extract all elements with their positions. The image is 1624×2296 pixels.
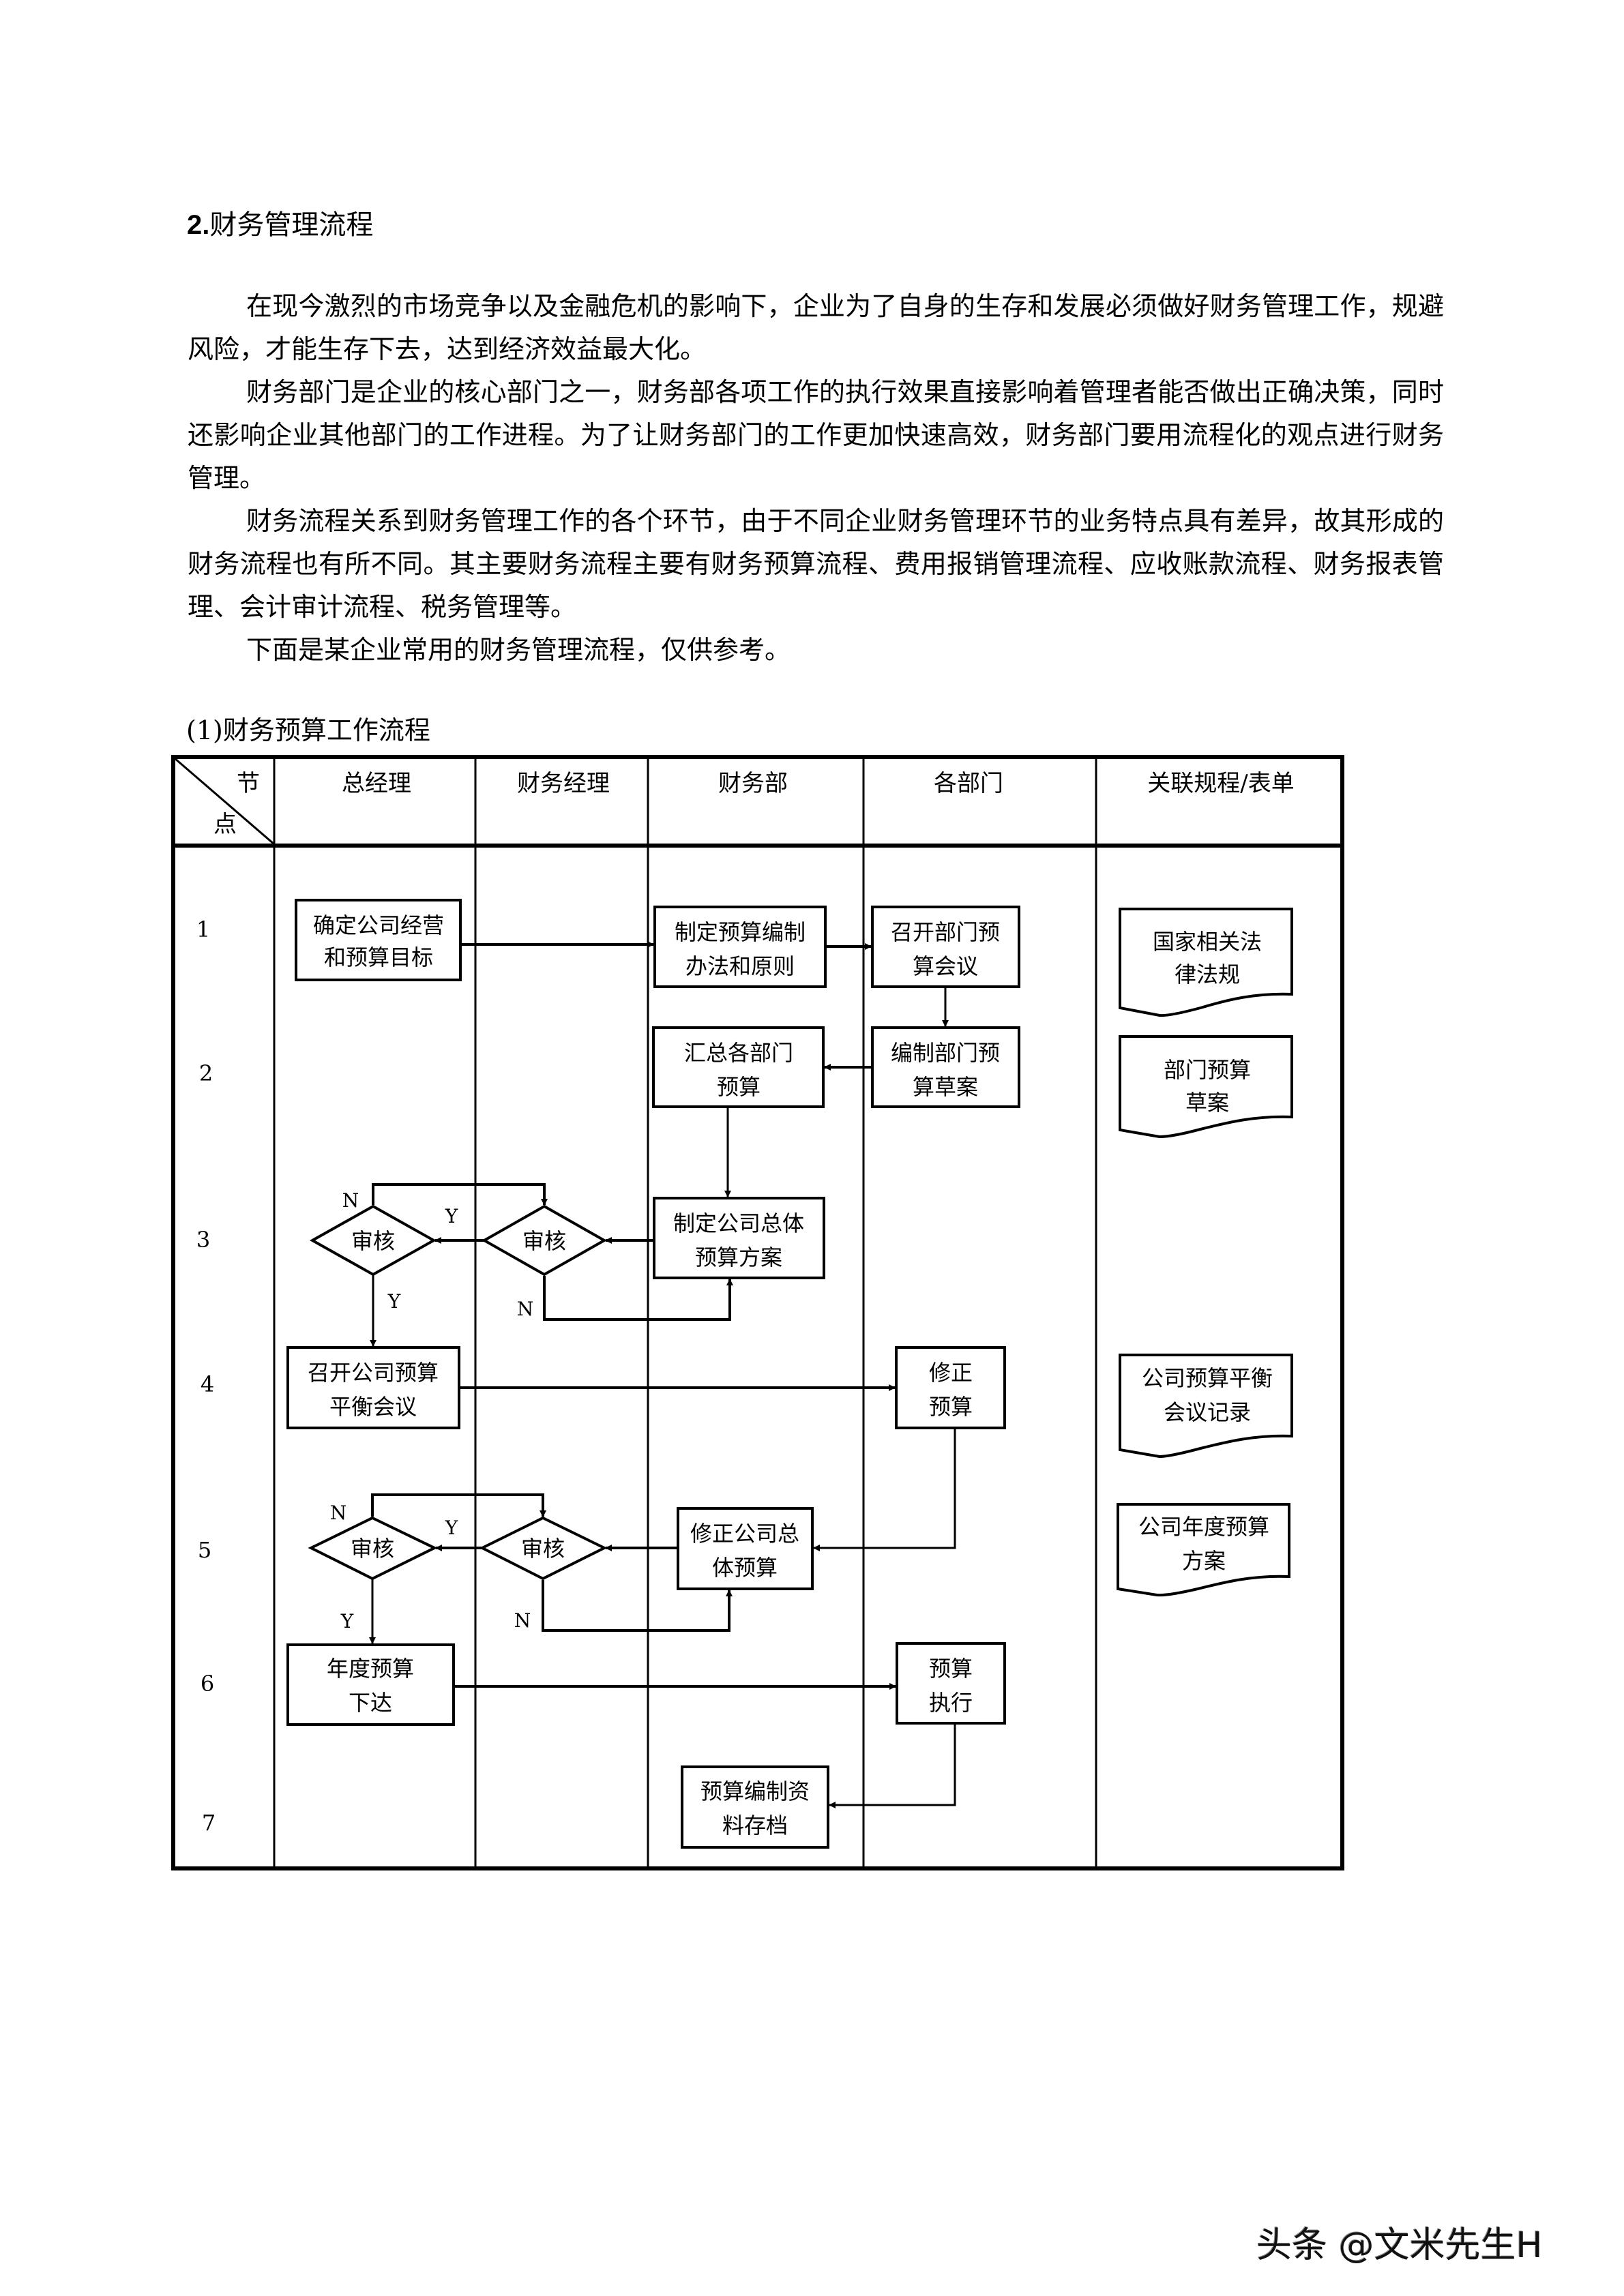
branch-label-yes: Y [387,1290,401,1313]
section-title-text: 财务管理流程 [209,209,374,241]
box-label: 算会议 [913,953,978,979]
document-shape-annual-plan [1117,1503,1290,1597]
box-label: 料存档 [722,1813,788,1838]
document-shape-dept-draft [1119,1035,1293,1139]
arrow-fm-no-loop-5 [542,1580,733,1632]
box-label: 确定公司经营 [313,912,444,938]
process-box-overall-plan [653,1197,825,1279]
flowchart-caption: (1)财务预算工作流程 [186,715,430,745]
process-box-revise-budget [895,1346,1006,1429]
arrow-revise-to-overall [813,1428,956,1551]
process-box-revise-overall [677,1507,814,1590]
process-box-issue-annual [286,1643,455,1726]
box-label: 汇总各部门 [684,1040,793,1066]
lane-header: 财务部 [718,770,788,797]
box-label: 召开部门预 [891,919,1000,945]
branch-label-yes: Y [445,1205,458,1227]
document-label: 公司预算平衡 [1142,1365,1273,1391]
box-label: 和预算目标 [324,944,433,970]
row-number: 7 [202,1810,216,1836]
arrow-gm-no-loop-5 [371,1493,546,1517]
row-number: 1 [196,916,210,942]
box-label: 预算 [717,1074,761,1100]
section-title: 2.财务管理流程 [187,206,373,244]
document-label: 律法规 [1175,961,1240,987]
box-label: 召开公司预算 [308,1360,439,1386]
process-box-archive [681,1765,829,1849]
corner-label-top: 节 [237,770,260,797]
process-box-set-targets [295,899,462,981]
section-number: 2. [187,210,210,240]
branch-label-yes: Y [445,1517,458,1539]
document-label: 国家相关法 [1153,929,1262,955]
table-frame [171,755,1344,1870]
paragraph: 财务部门是企业的核心部门之一，财务部各项工作的执行效果直接影响着管理者能否做出正… [188,377,1444,493]
box-label: 办法和原则 [685,953,795,979]
process-box-dept-meeting [871,906,1020,988]
lane-header: 财务经理 [517,770,610,797]
decision-diamond-fm-review-5 [479,1516,608,1581]
document-shape-meeting-record [1119,1354,1293,1459]
lane-header: 关联规程/表单 [1147,770,1294,797]
process-box-aggregate [652,1026,825,1108]
box-label: 体预算 [712,1555,778,1581]
document-label: 方案 [1182,1548,1226,1574]
document-label: 草案 [1185,1090,1229,1116]
branch-label-no: N [517,1298,534,1320]
arrow-gm-no-loop-3 [372,1183,548,1206]
decision-label: 审核 [351,1228,395,1254]
row-number: 4 [201,1371,214,1397]
box-label: 制定公司总体 [673,1210,804,1236]
document-label: 公司年度预算 [1138,1514,1269,1540]
paragraph: 下面是某企业常用的财务管理流程，仅供参考。 [246,635,791,665]
row-number: 2 [199,1060,213,1086]
box-label: 预算编制资 [700,1778,810,1804]
box-label: 修正公司总 [690,1521,799,1547]
row-number: 6 [201,1671,214,1697]
branch-label-no: N [330,1502,347,1524]
branch-label-no: N [514,1609,531,1632]
corner-diagonal [174,757,275,846]
box-label: 编制部门预 [891,1040,1000,1066]
paragraph: 财务流程关系到财务管理工作的各个环节，由于不同企业财务管理环节的业务特点具有差异… [188,506,1444,622]
box-label: 制定预算编制 [675,919,806,945]
lane-header: 各部门 [934,770,1003,797]
process-box-execute [896,1642,1006,1725]
box-label: 下达 [349,1690,392,1716]
document-shape-laws [1119,908,1293,1017]
branch-label-no: N [342,1189,359,1212]
box-label: 执行 [929,1690,973,1716]
box-label: 年度预算 [327,1656,414,1682]
decision-diamond-fm-review-3 [481,1204,608,1277]
row-number: 3 [196,1227,210,1253]
row-number: 5 [198,1537,211,1563]
decision-label: 审核 [522,1228,566,1254]
box-label: 修正 [929,1360,973,1386]
branch-label-yes: Y [340,1610,354,1632]
decision-label: 审核 [351,1536,394,1562]
document-label: 会议记录 [1164,1399,1251,1425]
box-label: 算草案 [913,1074,978,1100]
lane-header: 总经理 [342,770,411,797]
watermark: 头条 @文米先生H [1256,2225,1543,2266]
process-box-balance-meeting [286,1346,460,1429]
decision-label: 审核 [521,1536,565,1562]
box-label: 预算 [929,1394,973,1420]
arrow-fm-no-loop-3 [543,1276,733,1321]
box-label: 平衡会议 [329,1394,417,1420]
paragraph: 在现今激烈的市场竞争以及金融危机的影响下，企业为了自身的生存和发展必须做好财务管… [188,291,1444,364]
box-label: 预算 [929,1656,973,1682]
corner-label-bottom: 点 [213,811,237,838]
document-label: 部门预算 [1164,1057,1251,1083]
body-text: 在现今激烈的市场竞争以及金融危机的影响下，企业为了自身的生存和发展必须做好财务管… [188,285,1444,672]
arrow-execute-to-archive [829,1723,956,1808]
box-label: 预算方案 [695,1244,782,1270]
